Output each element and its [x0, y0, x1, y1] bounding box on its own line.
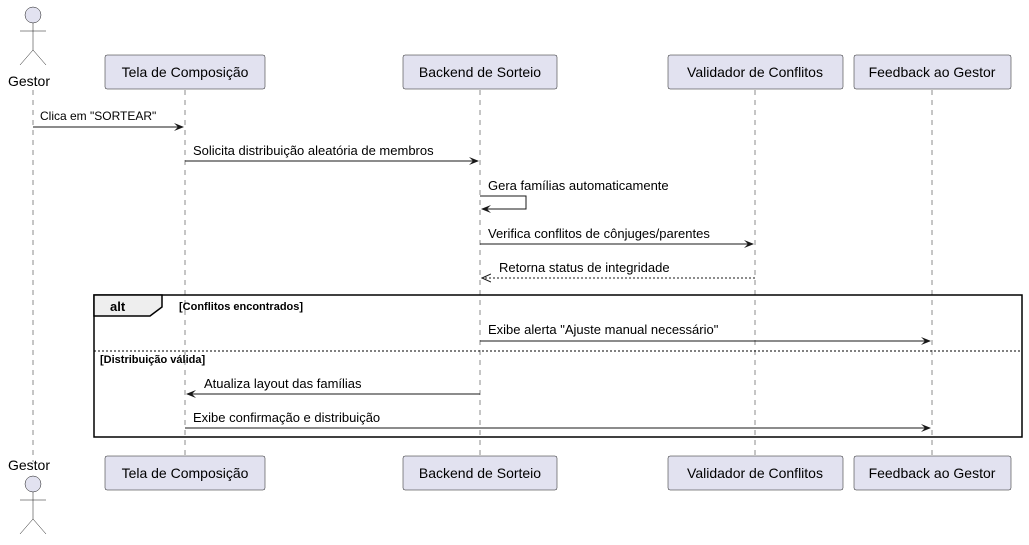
participant-feedback-top: Feedback ao Gestor: [853, 54, 1012, 90]
message-1: Clica em "SORTEAR": [33, 109, 184, 131]
actor-gestor-label-top: Gestor: [8, 73, 50, 89]
participant-validador-label-bottom: Validador de Conflitos: [687, 465, 823, 481]
message-4: Verifica conflitos de cônjuges/parentes: [480, 226, 754, 248]
message-7: Atualiza layout das famílias: [186, 376, 480, 398]
message-6-label: Exibe alerta "Ajuste manual necessário": [488, 322, 719, 337]
participant-feedback-bottom: Feedback ao Gestor: [853, 455, 1012, 491]
message-8: Exibe confirmação e distribuição: [185, 410, 931, 432]
participant-backend-top: Backend de Sorteio: [402, 54, 558, 90]
participant-tela-top: Tela de Composição: [104, 54, 266, 90]
alt-frame: alt [Conflitos encontrados] [Distribuiçã…: [93, 294, 1023, 438]
message-5-label: Retorna status de integridade: [499, 260, 670, 275]
alt-guard-1: [Conflitos encontrados]: [179, 301, 303, 313]
message-5-return: Retorna status de integridade: [482, 260, 755, 278]
participant-backend-bottom: Backend de Sorteio: [402, 455, 558, 491]
actor-gestor-bottom: Gestor: [8, 457, 50, 535]
actor-gestor-label-bottom: Gestor: [8, 457, 50, 473]
participant-feedback-label-top: Feedback ao Gestor: [869, 64, 996, 80]
message-8-label: Exibe confirmação e distribuição: [193, 410, 380, 425]
alt-frame-keyword: alt: [110, 299, 126, 314]
participant-feedback-label-bottom: Feedback ao Gestor: [869, 465, 996, 481]
message-1-label: Clica em "SORTEAR": [40, 109, 156, 123]
alt-frame-tab: [93, 294, 163, 317]
actor-gestor-top: Gestor: [8, 6, 50, 89]
alt-guard-2: [Distribuição válida]: [100, 354, 205, 366]
participant-validador-label-top: Validador de Conflitos: [687, 64, 823, 80]
participant-tela-label-bottom: Tela de Composição: [122, 465, 249, 481]
message-6: Exibe alerta "Ajuste manual necessário": [480, 322, 931, 345]
message-2-label: Solicita distribuição aleatória de membr…: [193, 143, 434, 158]
participant-tela-label-top: Tela de Composição: [122, 64, 249, 80]
message-4-label: Verifica conflitos de cônjuges/parentes: [488, 226, 710, 241]
message-3-label: Gera famílias automaticamente: [488, 178, 669, 193]
participant-validador-top: Validador de Conflitos: [667, 54, 844, 90]
participant-tela-bottom: Tela de Composição: [104, 455, 266, 491]
message-3-self: Gera famílias automaticamente: [480, 178, 669, 213]
participant-validador-bottom: Validador de Conflitos: [667, 455, 844, 491]
message-7-label: Atualiza layout das famílias: [204, 376, 362, 391]
participant-backend-label-bottom: Backend de Sorteio: [419, 465, 541, 481]
message-2: Solicita distribuição aleatória de membr…: [185, 143, 479, 165]
participant-backend-label-top: Backend de Sorteio: [419, 64, 541, 80]
